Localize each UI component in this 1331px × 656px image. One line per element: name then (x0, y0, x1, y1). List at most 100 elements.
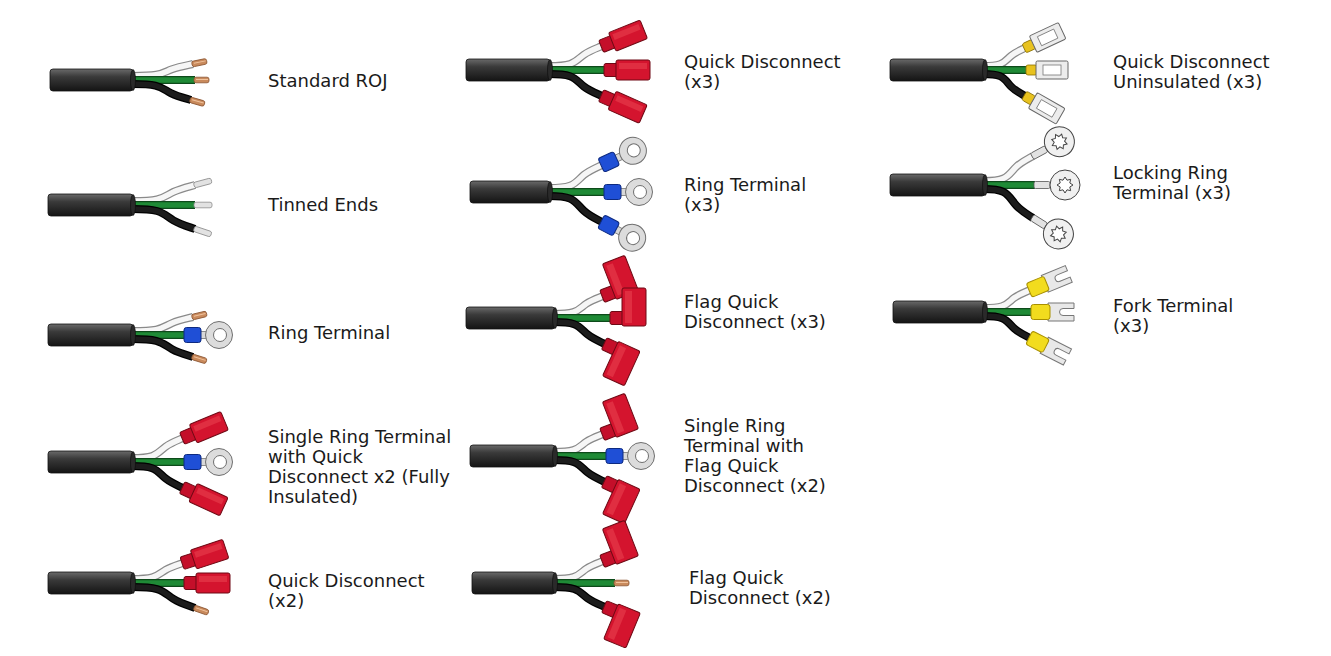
termination-label: Ring Terminal (x3) (684, 175, 829, 215)
cable-assembly (893, 266, 1074, 365)
cable-assembly (50, 58, 209, 106)
lock-eye (1039, 121, 1080, 162)
cable-assembly (48, 411, 233, 515)
copper-strands (191, 311, 207, 320)
ring-hole (625, 142, 642, 159)
terminal (193, 178, 212, 188)
ring-eye (615, 133, 651, 169)
flag-shade (608, 608, 627, 640)
terminal (1026, 266, 1073, 299)
cable-assembly (890, 121, 1080, 254)
tinned-end (193, 226, 212, 237)
cable-jacket (48, 572, 133, 594)
jacket-end (553, 446, 558, 467)
termination-label: Single Ring Terminal with Quick Disconne… (268, 427, 456, 507)
flag-body (602, 393, 638, 437)
copper-strands (193, 605, 209, 615)
jacket-end (983, 175, 988, 196)
cable-assembly (472, 520, 640, 648)
flag-body (604, 604, 641, 648)
terminal (193, 226, 212, 237)
wire-white (127, 64, 193, 76)
terminal (606, 443, 655, 470)
qd-body (189, 483, 228, 515)
wire-outline (544, 46, 602, 66)
copper-strand (196, 79, 208, 80)
ring-hole (634, 186, 647, 199)
ring-eye (626, 179, 653, 206)
terminal (593, 599, 641, 648)
uqd-body (1029, 22, 1066, 52)
termination-label: Standard ROJ (268, 71, 488, 91)
cable-assembly (48, 539, 230, 615)
cable-assembly (470, 133, 653, 256)
terminal (1031, 303, 1074, 321)
wire-outline (544, 196, 602, 222)
wire-white (127, 185, 195, 201)
flag-body (602, 520, 638, 564)
terminal (592, 336, 641, 386)
termination-label: Flag Quick Disconnect (x3) (684, 292, 844, 332)
uqd-body (1028, 93, 1065, 125)
terminal (604, 60, 650, 80)
terminal (1025, 330, 1071, 366)
termination-label: Fork Terminal (x3) (1113, 296, 1263, 336)
cable-jacket (466, 307, 555, 329)
terminal (1020, 88, 1065, 124)
copper-strand (192, 100, 204, 103)
qd-body (616, 60, 650, 80)
ring-hole (636, 450, 649, 463)
terminal (184, 322, 233, 349)
terminal (1020, 22, 1066, 56)
termination-label: Single Ring Terminal with Flag Quick Dis… (684, 416, 844, 496)
flag-body (622, 288, 646, 326)
wire-white (544, 165, 602, 188)
uqd-body (1036, 61, 1068, 79)
copper-strand (194, 61, 206, 63)
wire-outline (127, 317, 193, 331)
copper-strands (189, 97, 205, 107)
cable-jacket (472, 572, 555, 594)
copper-strands (194, 77, 209, 83)
terminal (193, 605, 209, 615)
qd-body (190, 539, 229, 569)
uqd-ferrule (1026, 65, 1037, 75)
wire-outline (549, 587, 605, 607)
jacket-end (131, 195, 136, 216)
jacket-end (548, 182, 553, 203)
cable-assembly (466, 20, 650, 123)
tinned-end (193, 178, 212, 188)
wire-black (549, 587, 605, 607)
terminal (592, 474, 641, 524)
qd-shade (196, 487, 224, 504)
flag-shade (625, 291, 632, 323)
wire-outline (979, 189, 1033, 218)
termination-label: Locking Ring Terminal (x3) (1113, 163, 1263, 203)
copper-strand (196, 608, 207, 612)
jacket-end (131, 70, 136, 91)
blue-insulator (184, 328, 201, 343)
wire-black (549, 460, 605, 482)
terminal (595, 133, 650, 178)
cable-jacket (893, 301, 985, 323)
blue-insulator (598, 215, 620, 236)
cable-assembly (470, 393, 655, 523)
cable-jacket (48, 324, 133, 346)
cable-assembly (48, 178, 212, 237)
ring-eye (206, 449, 233, 476)
yellow-insulator (1026, 276, 1049, 297)
yellow-insulator (1026, 331, 1050, 353)
wire-outline (127, 64, 193, 76)
terminal (179, 539, 229, 572)
cable-jacket (470, 181, 550, 203)
qd-shade (193, 415, 221, 431)
wire-outline (127, 339, 193, 357)
flag-body (603, 479, 641, 524)
wire-outline (544, 165, 602, 188)
blue-insulator (598, 152, 620, 173)
wire-outline (127, 84, 191, 100)
wire-outline (127, 466, 183, 488)
jacket-end (553, 573, 558, 594)
lock-teeth (1047, 223, 1069, 245)
